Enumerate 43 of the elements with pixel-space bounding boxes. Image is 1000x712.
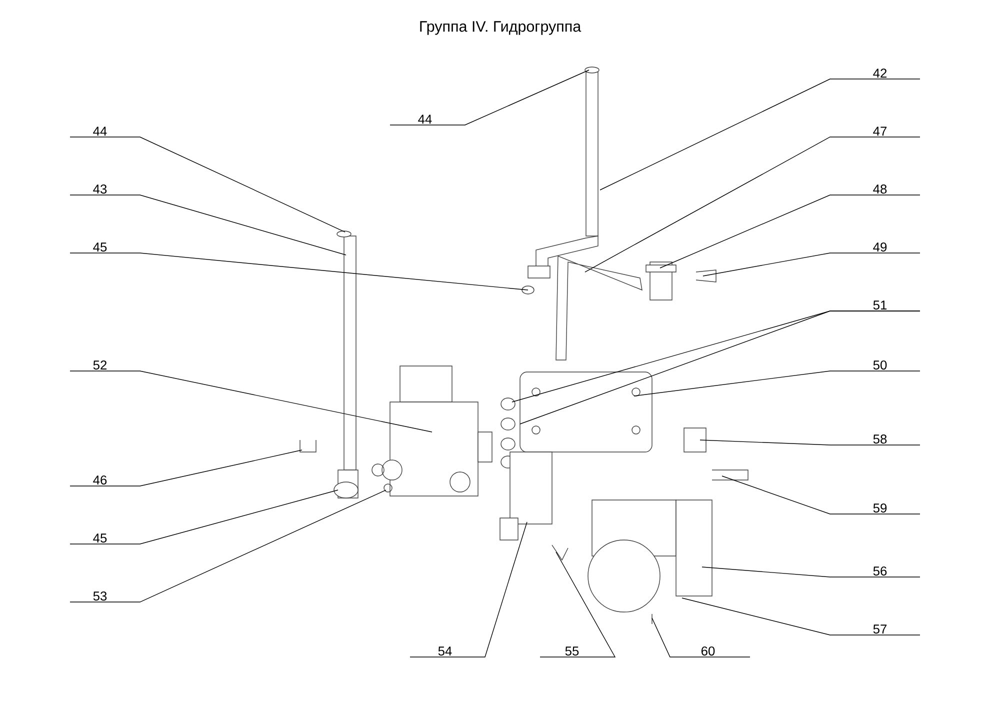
- leader-line: [70, 370, 432, 432]
- callout-number: 53: [93, 592, 107, 601]
- callout-number: 51: [873, 300, 887, 310]
- callout-number: 49: [873, 242, 887, 252]
- leader-line: [700, 440, 920, 446]
- leader-line: [652, 618, 750, 658]
- leader-line: [70, 490, 386, 602]
- leader-line: [70, 194, 346, 256]
- callout-number: 44: [93, 126, 107, 136]
- callout-number: 47: [873, 126, 887, 136]
- callout-number: 57: [873, 624, 887, 634]
- callout-number: 50: [873, 360, 887, 370]
- leader-line: [520, 310, 920, 424]
- callout-number: 56: [873, 566, 887, 576]
- callout-number: 59: [873, 504, 887, 513]
- callout-number: 42: [873, 68, 887, 78]
- leader-line: [634, 370, 920, 396]
- leader-line: [390, 70, 590, 126]
- callout-number: 60: [702, 646, 715, 656]
- leader-line: [70, 252, 528, 290]
- leader-line: [722, 476, 920, 514]
- callout-number: 45: [93, 242, 107, 252]
- leader-line: [70, 490, 338, 544]
- leader-line: [70, 450, 302, 486]
- callout-number: 45: [93, 534, 107, 543]
- callout-number: 54: [438, 646, 452, 656]
- leader-line: [600, 78, 920, 190]
- callout-number: 55: [565, 646, 579, 656]
- leader-line: [540, 552, 616, 658]
- leader-line: [702, 252, 920, 276]
- callout-number: 58: [873, 434, 887, 444]
- leader-line: [410, 522, 528, 658]
- callout-number: 46: [93, 476, 107, 485]
- leader-line: [702, 566, 920, 578]
- title: Группа IV. Гидрогруппа: [420, 21, 582, 35]
- callout-number: 43: [93, 184, 107, 194]
- leader-line: [660, 194, 920, 268]
- callout-number: 48: [873, 184, 887, 194]
- leader-line: [70, 136, 346, 232]
- leader-line: [682, 598, 920, 636]
- callout-number: 52: [93, 360, 107, 370]
- leader-line: [584, 136, 920, 272]
- callout-number: 44: [418, 114, 432, 124]
